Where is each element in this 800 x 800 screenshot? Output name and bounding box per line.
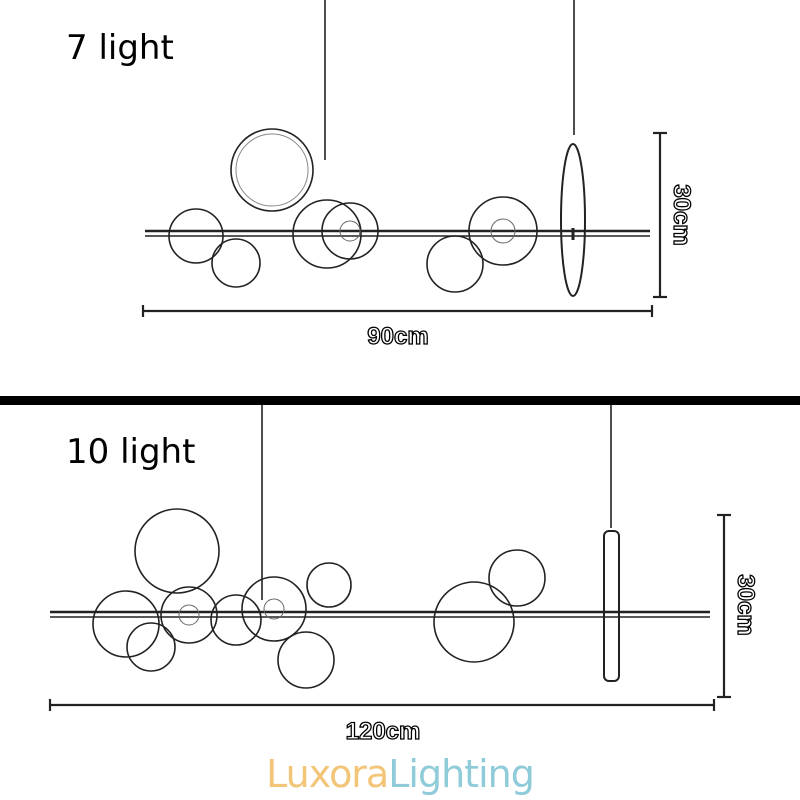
globe [241,576,307,642]
height-dimension-label: 30cm [732,574,759,635]
globe [321,202,379,260]
brand-logo-part1: Luxora [266,752,389,796]
brand-logo: LuxoraLighting [0,752,800,796]
panel-divider [0,396,800,405]
globe [426,235,484,293]
globe [306,562,352,608]
globe [468,196,538,266]
variant-label-7-light: 7 light [66,28,174,68]
panel-10-light: 10 light [0,405,800,800]
globe [210,594,262,646]
variant-label-10-light: 10 light [66,432,196,472]
globe [168,208,224,264]
globe [277,631,335,689]
globe [126,622,176,672]
chandelier-10-light-drawing: 120cm 30cm [48,405,760,746]
globe [160,586,218,644]
chandelier-7-light-drawing: 90cm 30cm [141,0,696,351]
brand-logo-part2: Lighting [388,752,535,796]
globe [433,581,515,663]
globe [488,549,546,607]
globe [230,128,314,212]
height-dimension-label: 30cm [668,184,695,245]
width-dimension-label: 90cm [367,323,428,350]
globe [292,199,362,269]
globe [134,508,220,594]
globe [211,238,261,288]
globe [92,590,160,658]
panel-7-light: 7 light [0,0,800,396]
width-dimension-label: 120cm [346,718,421,745]
